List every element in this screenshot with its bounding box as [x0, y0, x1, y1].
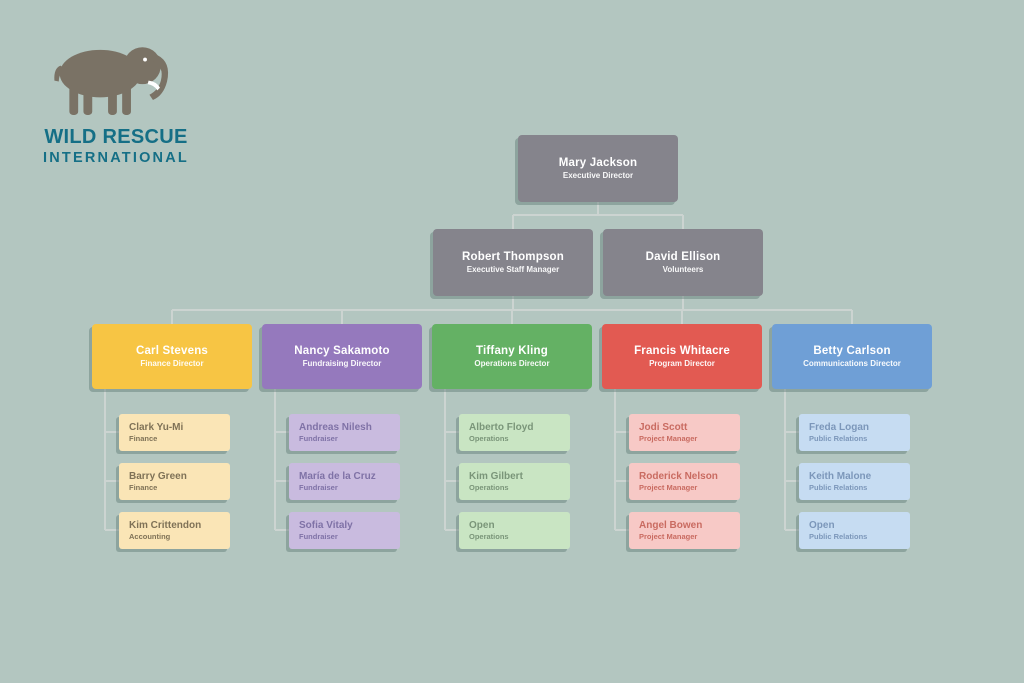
branch-head-title: Operations Director	[474, 359, 550, 368]
member-role: Public Relations	[809, 483, 868, 492]
member-card: Roderick Nelson Project Manager	[629, 463, 740, 500]
member-name: Kim Crittendon	[129, 520, 202, 531]
member-card: Alberto Floyd Operations	[459, 414, 570, 451]
member-role: Project Manager	[639, 434, 698, 443]
branch-head-name: Carl Stevens	[135, 345, 209, 357]
member-name: Barry Green	[129, 471, 187, 482]
branch-head-name: Betty Carlson	[813, 345, 891, 357]
member-name: Open	[469, 520, 495, 531]
org-node-staff-manager: Robert Thompson Executive Staff Manager	[433, 229, 593, 296]
org-node-volunteers: David Ellison Volunteers	[603, 229, 763, 296]
member-role: Operations	[469, 434, 509, 443]
branch-head: Betty Carlson Communications Director	[772, 324, 932, 389]
member-card: María de la Cruz Fundraiser	[289, 463, 400, 500]
member-card: Clark Yu-Mi Finance	[119, 414, 230, 451]
branch-head-name: Nancy Sakamoto	[294, 345, 390, 357]
member-card: Freda Logan Public Relations	[799, 414, 910, 451]
member-name: Alberto Floyd	[469, 422, 534, 433]
node-name: Mary Jackson	[558, 157, 638, 169]
branch-finance: Carl Stevens Finance Director Clark Yu-M…	[92, 324, 252, 554]
branch-head: Nancy Sakamoto Fundraising Director	[262, 324, 422, 389]
member-role: Accounting	[129, 532, 171, 541]
branch-head: Tiffany Kling Operations Director	[432, 324, 592, 389]
member-name: Clark Yu-Mi	[129, 422, 184, 433]
branch-head: Carl Stevens Finance Director	[92, 324, 252, 389]
branch-head-title: Program Director	[649, 359, 715, 368]
member-role: Operations	[469, 483, 509, 492]
member-name: Keith Malone	[809, 471, 872, 482]
logo-wordmark-line2: INTERNATIONAL	[43, 150, 189, 166]
member-role: Fundraiser	[299, 483, 338, 492]
elephant-icon	[54, 47, 169, 115]
member-role: Public Relations	[809, 532, 868, 541]
logo: WILD RESCUE INTERNATIONAL	[40, 34, 192, 166]
node-title: Volunteers	[662, 265, 704, 274]
member-name: Open	[809, 520, 835, 531]
branch-head-name: Tiffany Kling	[475, 345, 549, 357]
branch-head-title: Finance Director	[140, 359, 204, 368]
member-card: Andreas Nilesh Fundraiser	[289, 414, 400, 451]
member-name: Jodi Scott	[639, 422, 688, 433]
member-card: Keith Malone Public Relations	[799, 463, 910, 500]
member-card: Barry Green Finance	[119, 463, 230, 500]
branch-head-title: Fundraising Director	[302, 359, 382, 368]
branch-operations: Tiffany Kling Operations Director Albert…	[432, 324, 592, 554]
member-card: Kim Gilbert Operations	[459, 463, 570, 500]
member-card: Open Operations	[459, 512, 570, 549]
branch-head-name: Francis Whitacre	[634, 345, 730, 357]
branch-program: Francis Whitacre Program Director Jodi S…	[602, 324, 762, 554]
member-card: Sofia Vitaly Fundraiser	[289, 512, 400, 549]
member-role: Fundraiser	[299, 532, 338, 541]
member-name: Andreas Nilesh	[299, 422, 372, 433]
member-name: Kim Gilbert	[469, 471, 523, 482]
member-role: Finance	[129, 483, 158, 492]
member-role: Project Manager	[639, 483, 698, 492]
node-title: Executive Director	[562, 171, 634, 180]
member-card: Open Public Relations	[799, 512, 910, 549]
member-role: Fundraiser	[299, 434, 338, 443]
member-name: Angel Bowen	[639, 520, 703, 531]
branch-communications: Betty Carlson Communications Director Fr…	[772, 324, 932, 554]
branch-fundraising: Nancy Sakamoto Fundraising Director Andr…	[262, 324, 422, 554]
member-card: Angel Bowen Project Manager	[629, 512, 740, 549]
branch-head: Francis Whitacre Program Director	[602, 324, 762, 389]
member-card: Kim Crittendon Accounting	[119, 512, 230, 549]
member-role: Finance	[129, 434, 158, 443]
member-name: Freda Logan	[809, 422, 870, 433]
logo-wordmark-line1: WILD RESCUE	[44, 126, 188, 148]
node-title: Executive Staff Manager	[466, 265, 560, 274]
member-role: Operations	[469, 532, 509, 541]
node-name: Robert Thompson	[461, 251, 565, 263]
member-card: Jodi Scott Project Manager	[629, 414, 740, 451]
org-node-executive-director: Mary Jackson Executive Director	[518, 135, 678, 202]
member-role: Public Relations	[809, 434, 868, 443]
member-name: María de la Cruz	[299, 471, 376, 482]
node-name: David Ellison	[645, 251, 721, 263]
member-role: Project Manager	[639, 532, 698, 541]
branch-head-title: Communications Director	[803, 359, 901, 368]
member-name: Sofia Vitaly	[299, 520, 353, 531]
member-name: Roderick Nelson	[639, 471, 718, 482]
